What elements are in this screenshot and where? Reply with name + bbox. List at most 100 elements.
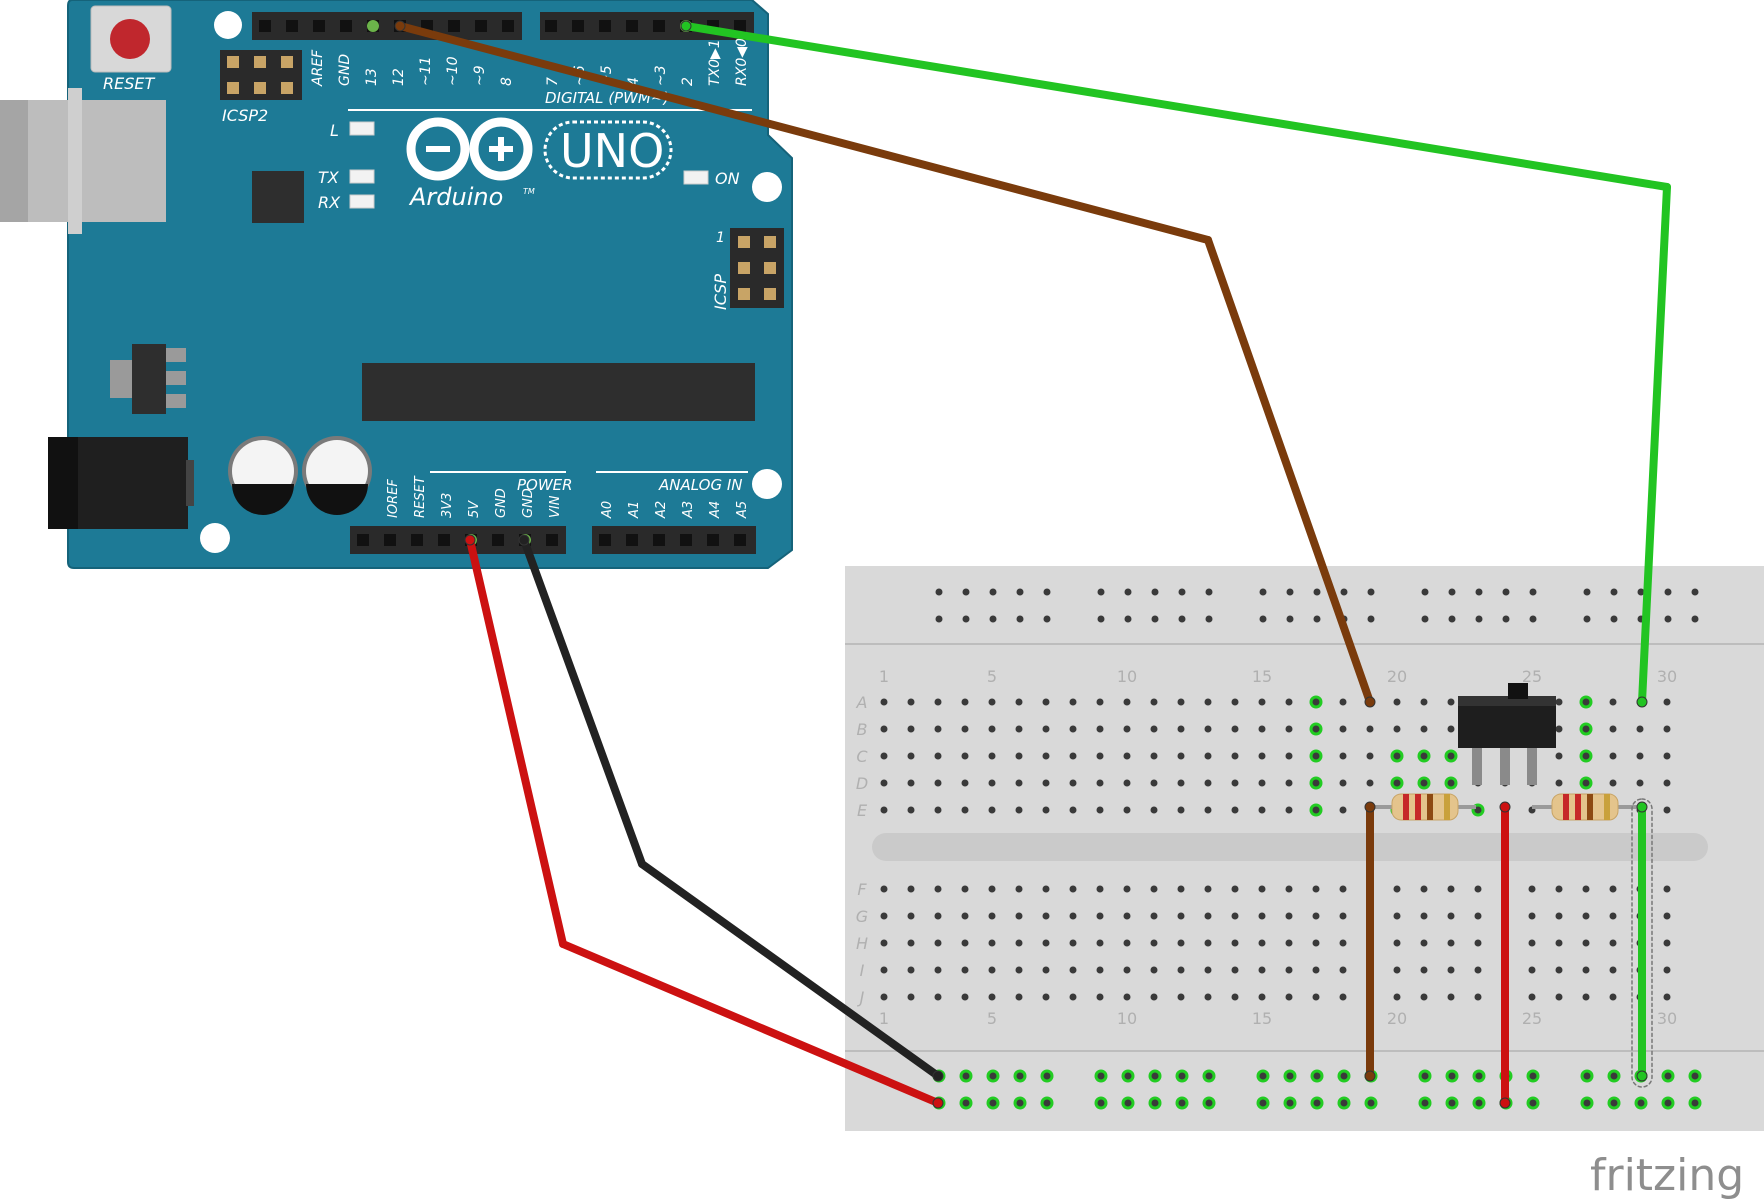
breadboard-hole[interactable] xyxy=(1231,939,1239,947)
power-rail-hole[interactable] xyxy=(1421,1099,1429,1107)
power-rail-hole[interactable] xyxy=(1340,1099,1348,1107)
header-pin[interactable] xyxy=(545,20,557,32)
breadboard-hole[interactable] xyxy=(1555,912,1563,920)
breadboard-hole[interactable] xyxy=(988,698,996,706)
power-rail-hole[interactable] xyxy=(1448,615,1456,623)
slide-switch[interactable] xyxy=(1458,683,1556,785)
breadboard-hole[interactable] xyxy=(1609,779,1617,787)
breadboard-hole[interactable] xyxy=(1069,912,1077,920)
breadboard-hole[interactable] xyxy=(1393,966,1401,974)
breadboard-hole[interactable] xyxy=(1636,752,1644,760)
breadboard-hole[interactable] xyxy=(1555,993,1563,1001)
power-rail-hole[interactable] xyxy=(1178,1099,1186,1107)
header-pin[interactable] xyxy=(502,20,514,32)
breadboard-hole[interactable] xyxy=(1042,698,1050,706)
breadboard-hole[interactable] xyxy=(1582,993,1590,1001)
breadboard-hole[interactable] xyxy=(1582,885,1590,893)
header-pin[interactable] xyxy=(653,534,665,546)
breadboard-hole[interactable] xyxy=(934,779,942,787)
header-pin[interactable] xyxy=(259,20,271,32)
breadboard-hole[interactable] xyxy=(1204,806,1212,814)
breadboard-hole[interactable] xyxy=(1042,779,1050,787)
header-pin[interactable] xyxy=(411,534,423,546)
breadboard-hole[interactable] xyxy=(880,806,888,814)
breadboard-hole[interactable] xyxy=(988,912,996,920)
breadboard-hole[interactable] xyxy=(1231,725,1239,733)
breadboard-hole[interactable] xyxy=(1042,939,1050,947)
breadboard-hole[interactable] xyxy=(1663,993,1671,1001)
power-rail-hole[interactable] xyxy=(1475,588,1483,596)
breadboard-hole[interactable] xyxy=(1339,725,1347,733)
breadboard-hole[interactable] xyxy=(1096,912,1104,920)
header-pin[interactable] xyxy=(599,20,611,32)
breadboard-hole[interactable] xyxy=(1123,806,1131,814)
breadboard-hole[interactable] xyxy=(1015,885,1023,893)
breadboard-hole[interactable] xyxy=(1231,752,1239,760)
breadboard-hole[interactable] xyxy=(1231,966,1239,974)
breadboard-hole[interactable] xyxy=(1312,752,1320,760)
breadboard-hole[interactable] xyxy=(961,725,969,733)
breadboard-hole[interactable] xyxy=(1285,752,1293,760)
breadboard-hole[interactable] xyxy=(1474,885,1482,893)
breadboard-hole[interactable] xyxy=(988,806,996,814)
breadboard-hole[interactable] xyxy=(1150,752,1158,760)
power-rail-hole[interactable] xyxy=(1286,615,1294,623)
breadboard-hole[interactable] xyxy=(1420,698,1428,706)
power-rail-hole[interactable] xyxy=(1448,588,1456,596)
breadboard-hole[interactable] xyxy=(1582,725,1590,733)
breadboard-hole[interactable] xyxy=(1015,993,1023,1001)
breadboard-hole[interactable] xyxy=(934,966,942,974)
breadboard-hole[interactable] xyxy=(1582,966,1590,974)
header-pin[interactable] xyxy=(626,534,638,546)
power-rail-hole[interactable] xyxy=(1664,588,1672,596)
breadboard-hole[interactable] xyxy=(1339,939,1347,947)
breadboard-hole[interactable] xyxy=(1420,993,1428,1001)
breadboard-hole[interactable] xyxy=(934,912,942,920)
breadboard-hole[interactable] xyxy=(1393,725,1401,733)
breadboard-hole[interactable] xyxy=(1447,779,1455,787)
power-rail-hole[interactable] xyxy=(1529,1099,1537,1107)
breadboard-hole[interactable] xyxy=(1663,779,1671,787)
breadboard-hole[interactable] xyxy=(1204,725,1212,733)
breadboard-hole[interactable] xyxy=(1474,966,1482,974)
breadboard-hole[interactable] xyxy=(1231,698,1239,706)
breadboard-hole[interactable] xyxy=(1123,912,1131,920)
breadboard-hole[interactable] xyxy=(1420,752,1428,760)
wire-endpoint[interactable] xyxy=(1636,801,1648,813)
breadboard-hole[interactable] xyxy=(907,779,915,787)
breadboard-hole[interactable] xyxy=(1312,779,1320,787)
power-rail-hole[interactable] xyxy=(1313,615,1321,623)
breadboard-hole[interactable] xyxy=(1420,966,1428,974)
breadboard-hole[interactable] xyxy=(988,885,996,893)
power-rail-hole[interactable] xyxy=(1097,615,1105,623)
power-rail-hole[interactable] xyxy=(1610,1099,1618,1107)
power-rail-hole[interactable] xyxy=(935,615,943,623)
header-pin[interactable] xyxy=(438,534,450,546)
wire-bendpoint[interactable] xyxy=(1663,183,1671,191)
breadboard-hole[interactable] xyxy=(880,779,888,787)
breadboard-hole[interactable] xyxy=(988,779,996,787)
power-rail-hole[interactable] xyxy=(989,588,997,596)
power-rail-hole[interactable] xyxy=(1502,588,1510,596)
breadboard-hole[interactable] xyxy=(907,885,915,893)
header-pin[interactable] xyxy=(313,20,325,32)
breadboard-hole[interactable] xyxy=(961,752,969,760)
power-rail-hole[interactable] xyxy=(962,588,970,596)
power-rail-hole[interactable] xyxy=(1286,1099,1294,1107)
power-rail-hole[interactable] xyxy=(1637,588,1645,596)
breadboard-hole[interactable] xyxy=(1285,966,1293,974)
breadboard-hole[interactable] xyxy=(1528,885,1536,893)
breadboard-hole[interactable] xyxy=(1339,698,1347,706)
breadboard-hole[interactable] xyxy=(1555,885,1563,893)
power-rail-hole[interactable] xyxy=(1016,588,1024,596)
breadboard-hole[interactable] xyxy=(1555,939,1563,947)
breadboard-hole[interactable] xyxy=(1096,993,1104,1001)
breadboard-hole[interactable] xyxy=(1447,912,1455,920)
breadboard-hole[interactable] xyxy=(907,993,915,1001)
power-rail-hole[interactable] xyxy=(1043,1099,1051,1107)
breadboard-hole[interactable] xyxy=(1177,725,1185,733)
power-rail-hole[interactable] xyxy=(1340,588,1348,596)
power-rail-hole[interactable] xyxy=(1205,1099,1213,1107)
breadboard-hole[interactable] xyxy=(1339,912,1347,920)
breadboard-hole[interactable] xyxy=(1474,939,1482,947)
